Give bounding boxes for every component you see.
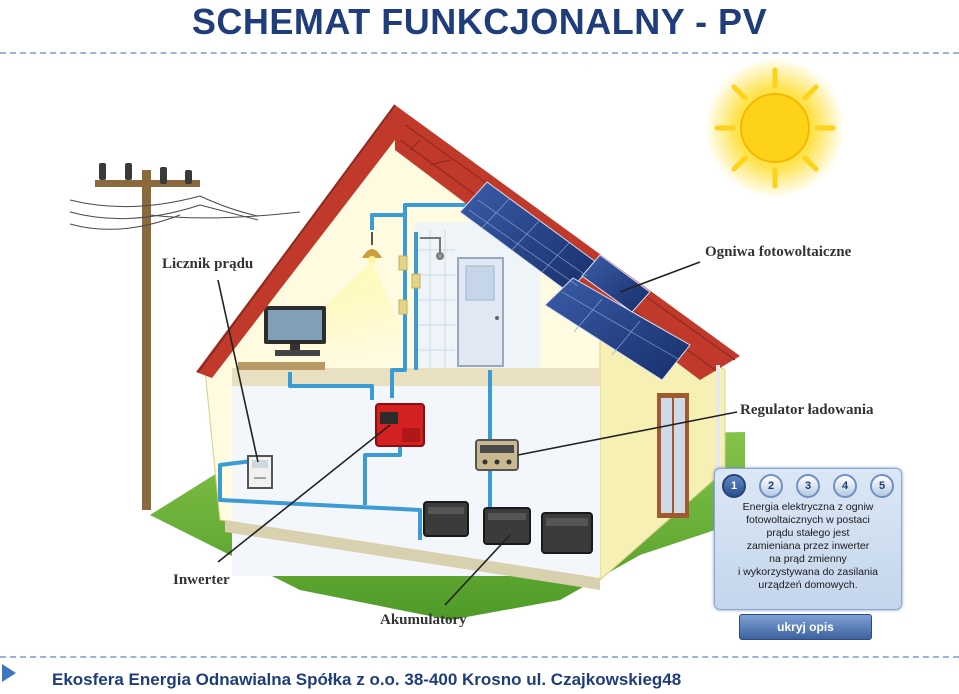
triangle-bullet-icon bbox=[2, 664, 16, 682]
info-panel: 1 2 3 4 5 Energia elektryczna z ogniw fo… bbox=[714, 468, 902, 610]
step-3-button[interactable]: 3 bbox=[796, 474, 820, 498]
side-window bbox=[657, 393, 689, 518]
charge-regulator-icon bbox=[475, 439, 519, 471]
bottom-divider bbox=[0, 656, 959, 658]
step-5-button[interactable]: 5 bbox=[870, 474, 894, 498]
charge-regulator-label: Regulator ładowania bbox=[740, 402, 874, 418]
batteries-label: Akumulatory bbox=[380, 612, 467, 628]
electrical-wiring bbox=[218, 203, 492, 540]
shower-icon bbox=[420, 237, 444, 260]
step-1-button[interactable]: 1 bbox=[722, 474, 746, 498]
shower-tiles bbox=[415, 230, 455, 370]
tv-icon bbox=[264, 306, 326, 356]
pv-house-illustration: Licznik prądu Ogniwa fotowoltaiczne Regu… bbox=[69, 58, 874, 628]
floor-slab bbox=[232, 368, 600, 386]
wall-outlets bbox=[398, 255, 421, 315]
top-divider bbox=[0, 52, 959, 54]
battery-icon bbox=[423, 501, 469, 537]
electricity-meter-icon bbox=[247, 455, 273, 489]
battery-icon bbox=[483, 507, 531, 545]
footer-address: Ekosfera Energia Odnawialna Spółka z o.o… bbox=[52, 670, 682, 689]
solar-panel-icon bbox=[459, 181, 691, 381]
pv-cells-label: Ogniwa fotowoltaiczne bbox=[705, 244, 852, 260]
shelf bbox=[238, 362, 325, 370]
callout-lines bbox=[217, 261, 738, 606]
inverter-label: Inwerter bbox=[173, 572, 230, 588]
ground-floor-base bbox=[225, 520, 600, 590]
inverter-icon bbox=[375, 403, 425, 447]
utility-pole bbox=[69, 163, 301, 510]
sun-icon bbox=[705, 58, 845, 198]
step-2-button[interactable]: 2 bbox=[759, 474, 783, 498]
step-4-button[interactable]: 4 bbox=[833, 474, 857, 498]
ceiling-lamp-icon bbox=[362, 232, 382, 264]
bathroom-door bbox=[457, 257, 504, 367]
info-description: Energia elektryczna z ogniw fotowoltaicz… bbox=[737, 501, 879, 591]
battery-icon bbox=[541, 512, 593, 554]
meter-label: Licznik prądu bbox=[162, 256, 253, 272]
hide-description-button[interactable]: ukryj opis bbox=[739, 614, 872, 640]
page-title: SCHEMAT FUNKCJONALNY - PV bbox=[191, 1, 768, 42]
